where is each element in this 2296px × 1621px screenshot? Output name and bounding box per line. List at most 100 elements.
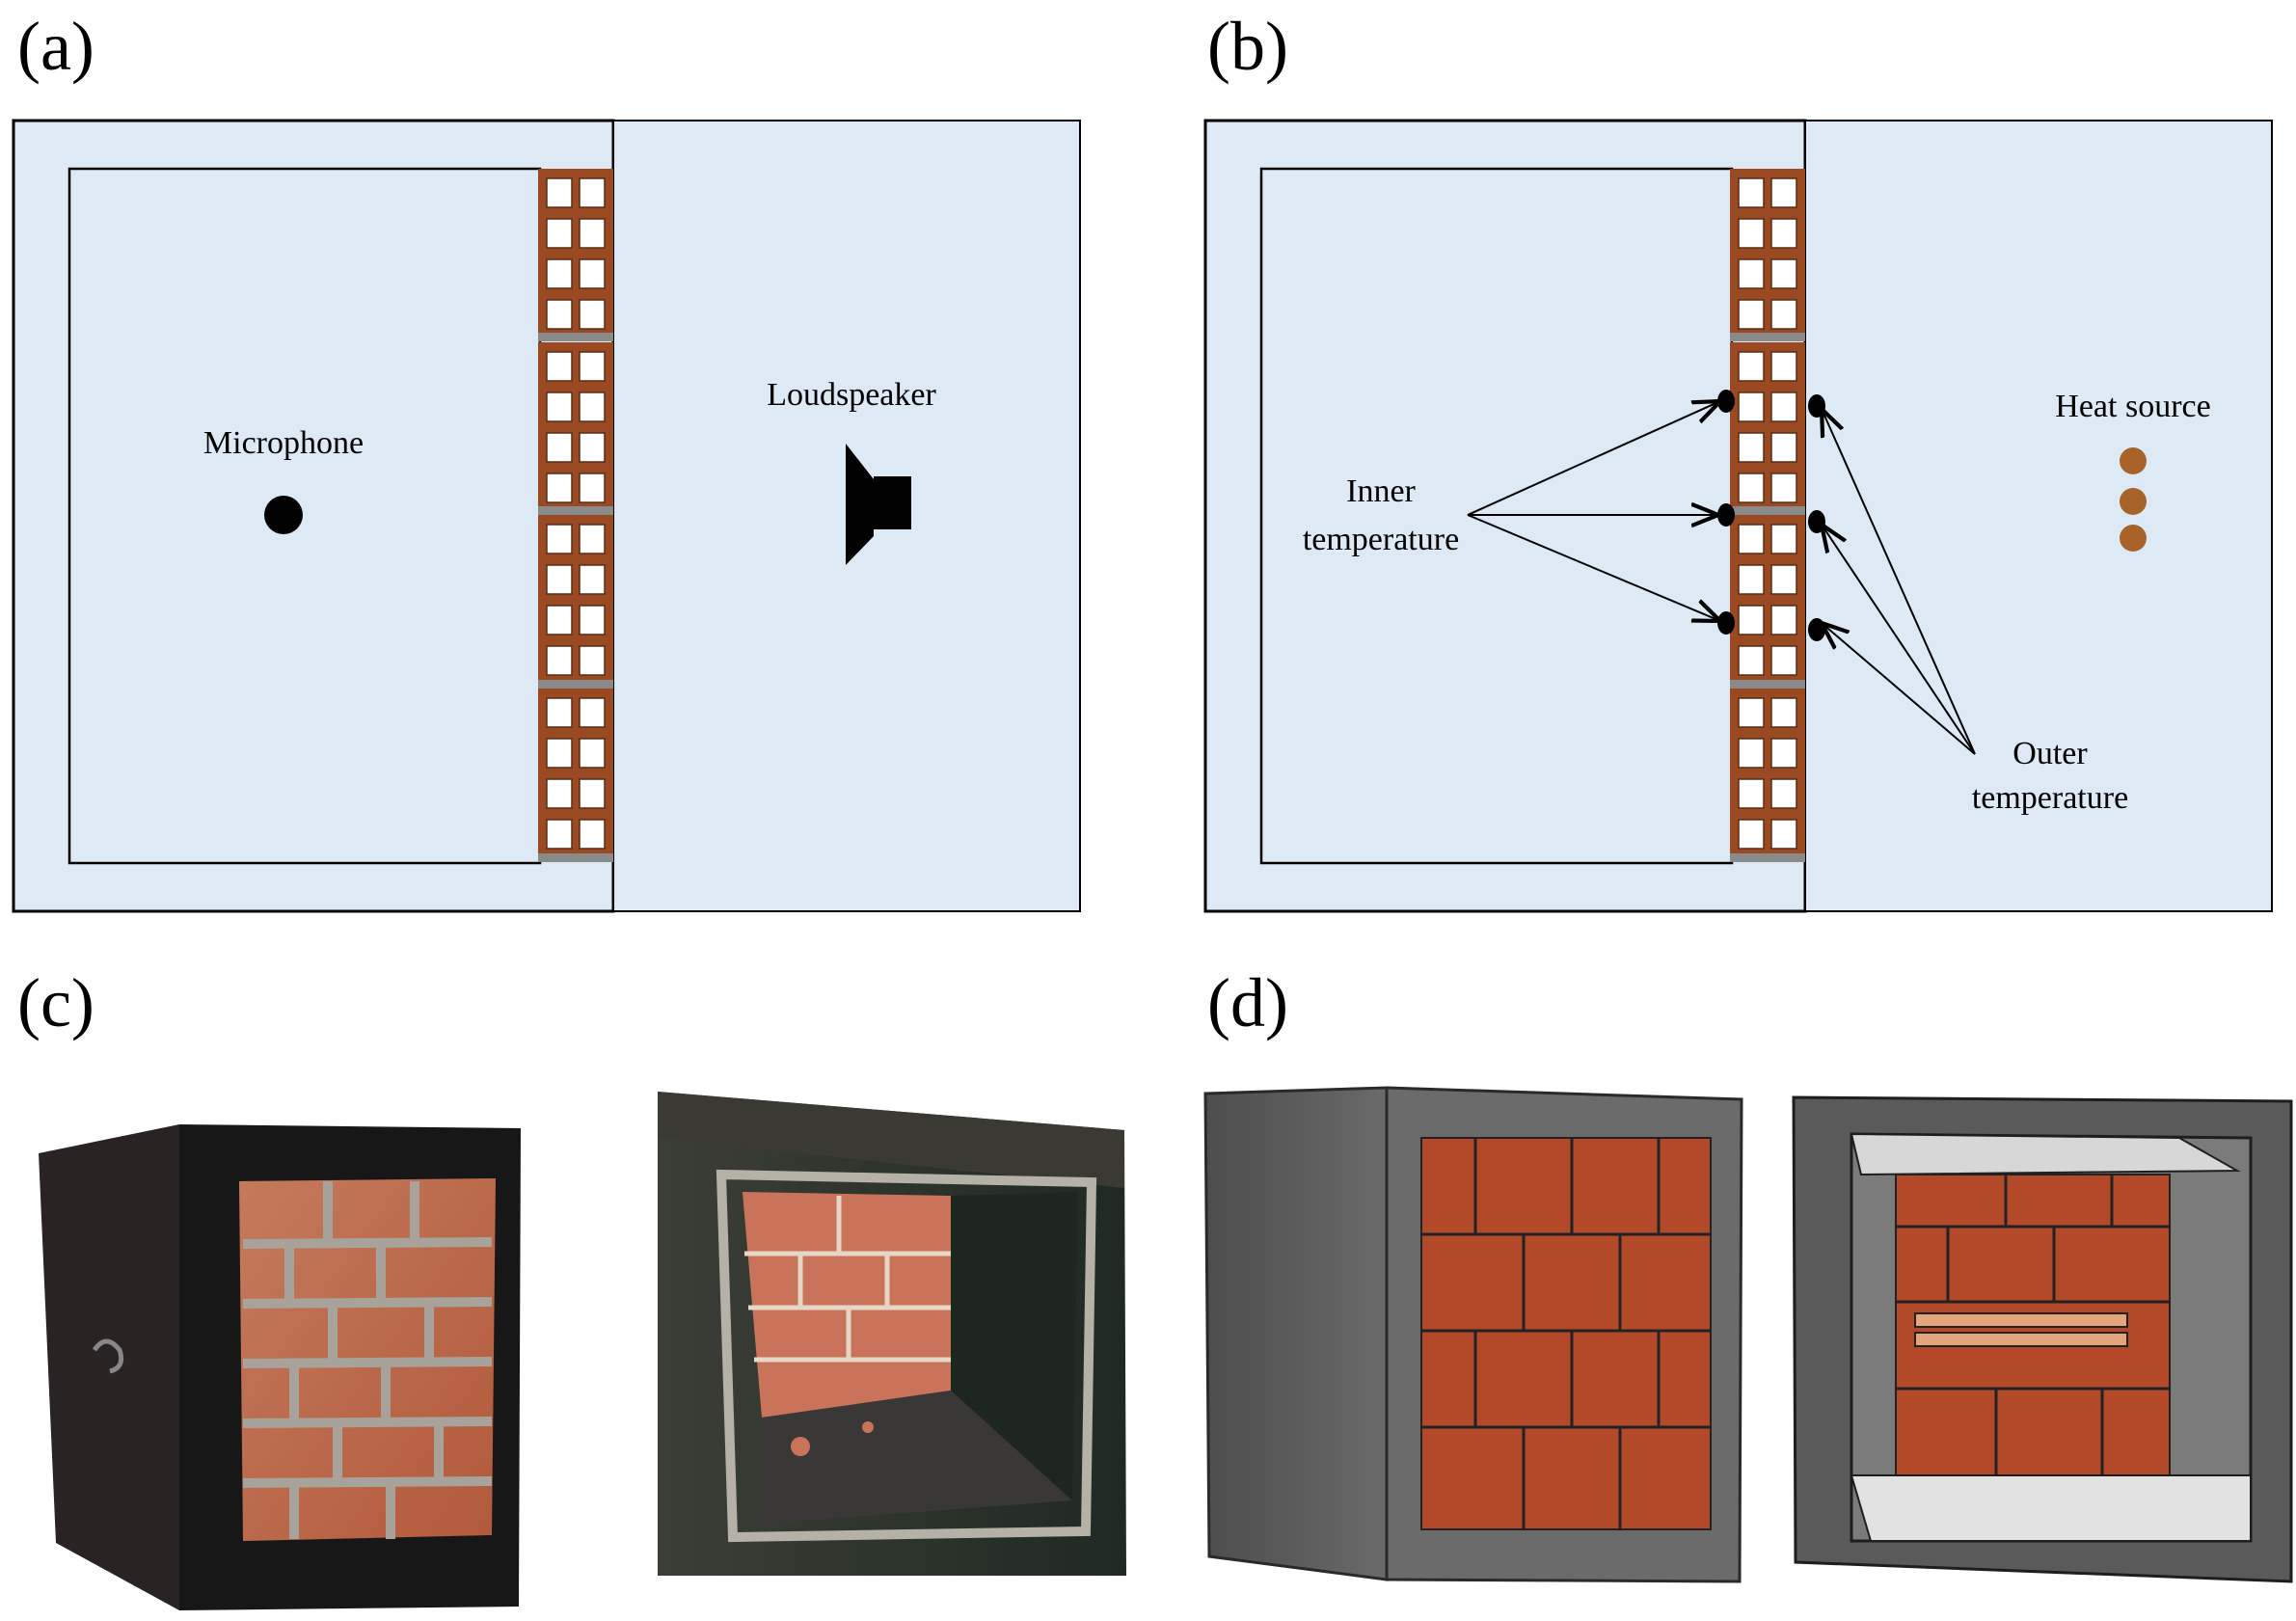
brick-cell [579,819,606,850]
loudspeaker-label: Loudspeaker [767,377,936,413]
brick-cell [1738,299,1765,330]
microphone-label: Microphone [203,425,364,461]
panel-label-a: (a) [17,8,95,85]
brick-cell [579,351,606,382]
render-open-box [1792,1095,2296,1583]
brick-cell [1770,351,1797,382]
brick-cell [1770,778,1797,809]
brick-cell [546,392,573,422]
sensor-dot-icon [1808,394,1825,418]
brick-cell [1738,738,1765,769]
outer-arrows [1822,409,1976,755]
mortar-joint [538,333,613,341]
brick-cell [546,645,573,676]
brick-cell [1738,473,1765,503]
brick-cell [546,218,573,249]
sensor-dot-icon [1717,503,1735,527]
brick-cell [579,645,606,676]
brick-cell [1738,432,1765,463]
brick-cell [1770,218,1797,249]
sensor-dot-icon [1717,611,1735,635]
brick-cell [1738,819,1765,850]
brick-cell [579,564,606,595]
brick-cell [579,218,606,249]
brick-cell [1738,524,1765,554]
brick-cell [546,299,573,330]
brick-wall-b [1730,169,1805,862]
brick-cell [546,605,573,635]
mortar-joint [1730,333,1805,341]
brick-cell [579,473,606,503]
brick-cell [1738,177,1765,208]
brick-cell [1770,299,1797,330]
brick-cell [579,299,606,330]
brick-cell [1770,738,1797,769]
brick-wall-a [538,169,613,862]
brick-cell [1738,605,1765,635]
brick-cell [1738,564,1765,595]
inner-temperature-label-2: temperature [1303,522,1459,557]
mortar-joint [538,853,613,862]
brick-cell [1770,605,1797,635]
heat-source-label: Heat source [2055,389,2210,424]
brick-cell [1770,564,1797,595]
brick-cell [579,605,606,635]
heat-source-dot-icon [2120,488,2147,515]
mortar-joint [1730,680,1805,689]
brick-cell [579,738,606,769]
brick-cell [1770,819,1797,850]
brick-cell [546,258,573,289]
brick-cell [546,177,573,208]
brick-cell [1738,351,1765,382]
panel-b-diagram: Inner temperature Outer temperature Heat… [1203,119,2273,913]
brick-cell [1770,473,1797,503]
brick-cell [546,432,573,463]
brick-cell [579,778,606,809]
mortar-joint [538,680,613,689]
brick-cell [579,697,606,728]
brick-cell [546,819,573,850]
photo-open-box [658,1092,1126,1576]
panel-label-b: (b) [1207,8,1288,85]
sensor-dot-icon [1808,510,1825,533]
inner-arrows [1467,401,1720,621]
brick-cell [1770,697,1797,728]
source-chamber-b [1804,120,2273,912]
outer-temperature-label-1: Outer [2012,736,2088,771]
brick-cell [579,432,606,463]
brick-cell [579,258,606,289]
brick-cell [546,473,573,503]
panel-label-d: (d) [1207,964,1288,1041]
inner-temperature-label-1: Inner [1346,473,1416,509]
mortar-joint [538,506,613,515]
brick-cell [579,524,606,554]
mortar-joint [1730,506,1805,515]
brick-cell [546,738,573,769]
brick-cell [1770,645,1797,676]
brick-cell [1738,258,1765,289]
panel-label-c: (c) [17,964,95,1041]
mortar-joint [1730,853,1805,862]
brick-cell [579,177,606,208]
photo-closed-box [39,1124,521,1610]
brick-cell [1770,177,1797,208]
brick-cell [1738,392,1765,422]
brick-cell [546,564,573,595]
panel-a-diagram: Microphone Loudspeaker [12,119,1081,913]
sensor-dot-icon [1808,618,1825,641]
brick-cell [1770,524,1797,554]
loudspeaker-icon [846,444,911,565]
brick-cell [1738,697,1765,728]
brick-cell [546,351,573,382]
brick-cell [1770,432,1797,463]
brick-cell [546,697,573,728]
heat-source-dot-icon [2120,447,2147,474]
heat-source-dot-icon [2120,525,2147,552]
brick-cell [1738,218,1765,249]
brick-cell [546,778,573,809]
brick-cell [546,524,573,554]
brick-cell [1738,778,1765,809]
render-closed-box [1203,1086,1743,1583]
outer-temperature-label-2: temperature [1972,780,2128,816]
